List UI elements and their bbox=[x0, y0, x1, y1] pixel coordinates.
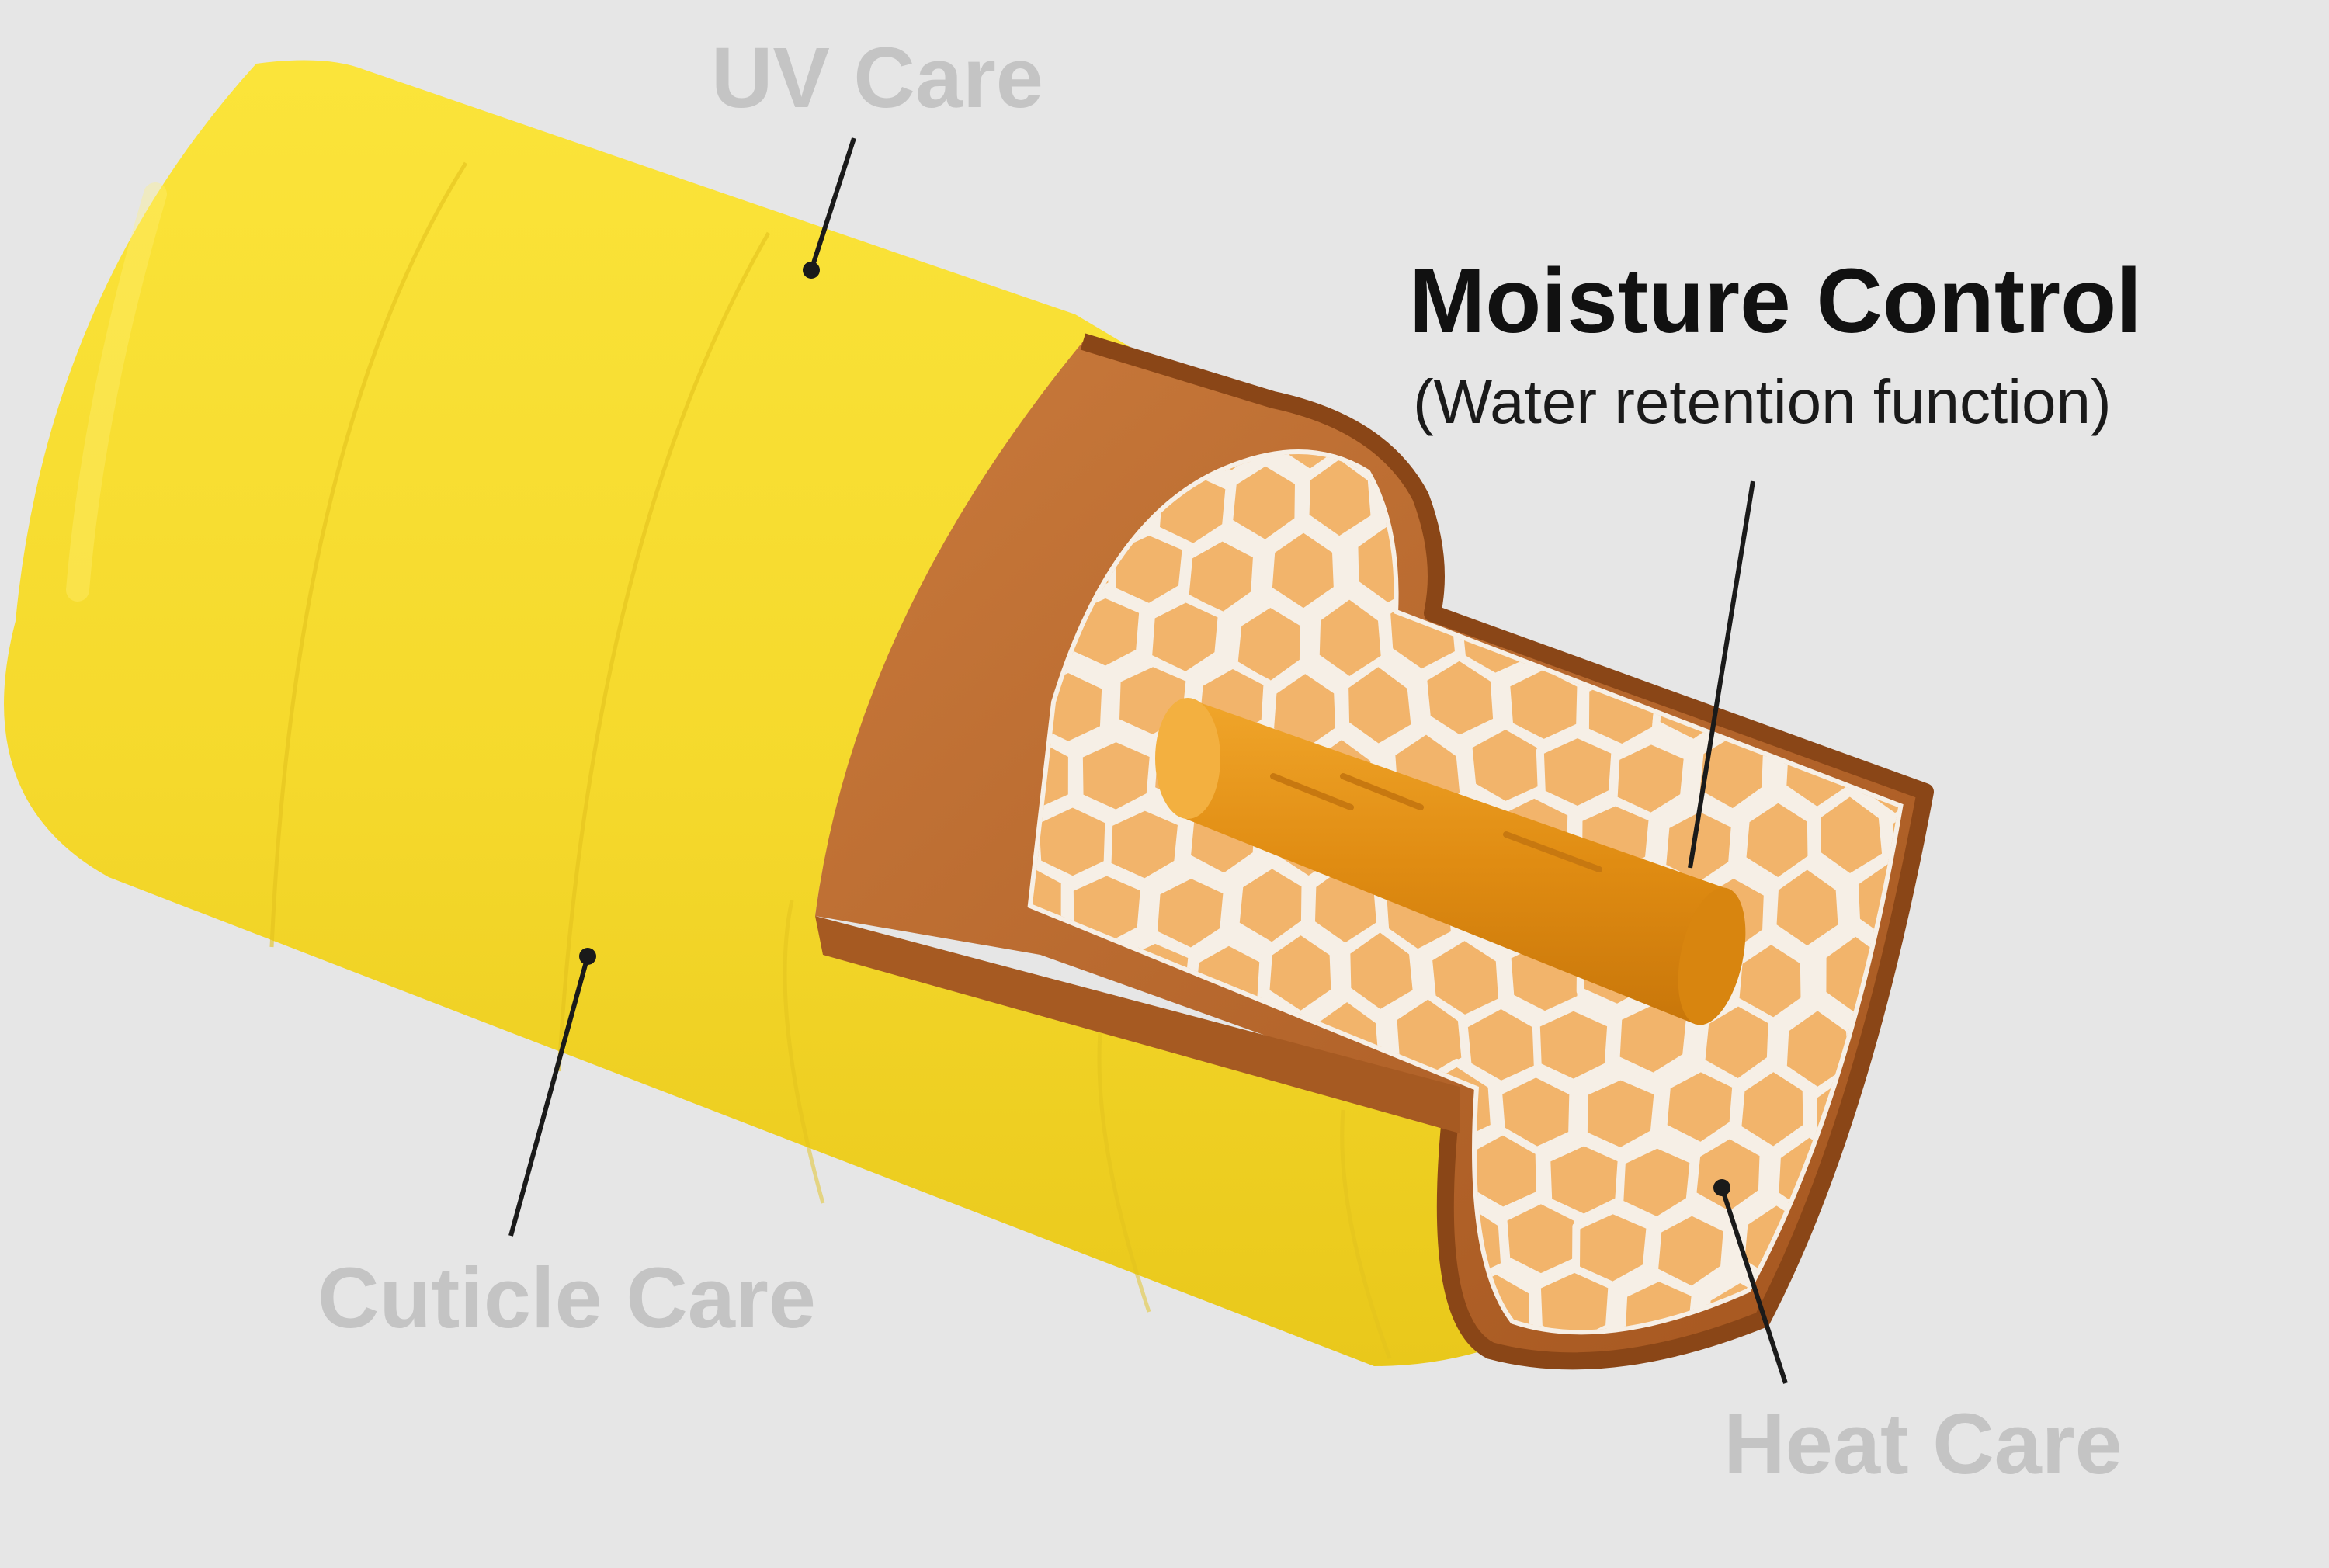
cortex-cell bbox=[1617, 1273, 1699, 1330]
cortex-cell bbox=[1074, 734, 1158, 818]
cortex-cell bbox=[1689, 1130, 1768, 1219]
medulla-rod bbox=[1155, 698, 1746, 1025]
cortex-cell bbox=[1112, 1347, 1187, 1423]
cortex-cell bbox=[1886, 517, 1898, 609]
cortex-cell bbox=[1734, 1063, 1811, 1155]
uv-care-leader bbox=[809, 137, 856, 271]
cortex-cell bbox=[1464, 461, 1546, 549]
cortex-cell bbox=[1571, 525, 1654, 609]
uv-care-label: UV Care bbox=[711, 30, 1043, 126]
cortex-cell bbox=[1419, 652, 1501, 744]
cortex-cell bbox=[1029, 1337, 1104, 1414]
cuticle-band bbox=[783, 900, 825, 1204]
cuticle-band bbox=[1097, 1008, 1151, 1313]
medulla-body bbox=[1176, 702, 1727, 1025]
medulla-streak bbox=[1340, 773, 1424, 810]
cortex-cell bbox=[1144, 594, 1226, 680]
cortex-cell bbox=[1890, 1202, 1898, 1295]
cortex-cell bbox=[1231, 860, 1310, 951]
cuticle-highlight bbox=[66, 182, 167, 602]
cortex-cell bbox=[1196, 1345, 1268, 1425]
cuticle-band bbox=[1340, 1109, 1392, 1359]
cortex-cell bbox=[1653, 524, 1734, 611]
cortex-cell bbox=[1616, 1140, 1698, 1225]
cortex-rim bbox=[1080, 333, 1934, 1370]
cortex-cell bbox=[1619, 593, 1702, 678]
heat-care-leader bbox=[1720, 1187, 1788, 1384]
medulla-back-end bbox=[1155, 698, 1220, 819]
moisture-control-leader bbox=[1688, 480, 1755, 869]
cortex-cell bbox=[1774, 459, 1852, 552]
cortex-cell bbox=[1262, 927, 1339, 1019]
cortex-cell bbox=[1855, 1135, 1898, 1229]
moisture-control-title: Moisture Control bbox=[1409, 250, 2142, 352]
cortex-cell bbox=[1066, 1275, 1149, 1330]
cortex-cell bbox=[1894, 922, 1898, 1015]
uv-care-point bbox=[803, 262, 820, 279]
cortex-cell bbox=[1817, 526, 1895, 619]
medulla-streak bbox=[1270, 773, 1354, 810]
cortex-cell bbox=[1311, 591, 1389, 685]
cortex-cell bbox=[1857, 454, 1898, 543]
cortex-cell bbox=[1612, 457, 1695, 542]
cortex-cell bbox=[1103, 803, 1186, 886]
cortex-cell bbox=[1688, 464, 1768, 553]
cortex-cell bbox=[1149, 870, 1231, 956]
cuticle-band bbox=[557, 231, 771, 1072]
cortex-cell bbox=[1847, 593, 1898, 686]
heat-care-label: Heat Care bbox=[1723, 1396, 2122, 1492]
cuticle-care-point bbox=[579, 948, 596, 965]
cortex-cell bbox=[1541, 456, 1624, 540]
cortex-cell bbox=[1499, 1195, 1582, 1282]
heat-care-point bbox=[1713, 1179, 1730, 1196]
cortex-cell bbox=[1650, 1208, 1731, 1295]
cuticle-care-label: Cuticle Care bbox=[318, 1251, 816, 1346]
labels: UV Care Moisture Control (Water retentio… bbox=[318, 30, 2142, 1492]
cortex-cell bbox=[1697, 997, 1776, 1087]
cortex-cell bbox=[1813, 788, 1890, 882]
moisture-control-subtitle: (Water retention function) bbox=[1413, 367, 2112, 436]
cortex-cell bbox=[1738, 529, 1816, 622]
cortex-cell bbox=[1496, 530, 1579, 616]
cortex-cell bbox=[954, 1334, 1029, 1416]
cuticle-band bbox=[269, 161, 468, 948]
cortex-cell bbox=[1698, 590, 1777, 679]
cortex-cell bbox=[1532, 1003, 1616, 1088]
cortex-cell bbox=[1264, 524, 1342, 617]
cortex-lower-face bbox=[815, 916, 1460, 1133]
cortex-cell bbox=[1772, 595, 1849, 689]
medulla-front-end bbox=[1678, 887, 1746, 1025]
cortex-cell bbox=[1819, 1195, 1897, 1289]
leader-lines bbox=[508, 137, 1788, 1384]
cortex-cell bbox=[1579, 1072, 1662, 1156]
cortex-cell bbox=[1342, 924, 1421, 1018]
cortex-cell bbox=[1659, 1063, 1741, 1150]
cortex-cell bbox=[1813, 661, 1891, 755]
medulla-streak bbox=[1503, 831, 1602, 872]
cortex-cell bbox=[1768, 861, 1846, 955]
cortex-cell bbox=[1847, 1261, 1898, 1330]
cortex-cell bbox=[1341, 658, 1419, 752]
cuticle-care-leader bbox=[508, 956, 590, 1237]
cortex-cell bbox=[1894, 661, 1898, 753]
cortex-cell bbox=[1033, 1264, 1077, 1330]
cortex-cell bbox=[1225, 457, 1303, 548]
cortex-cell bbox=[1887, 1063, 1898, 1156]
cortex-cell bbox=[1738, 794, 1816, 886]
